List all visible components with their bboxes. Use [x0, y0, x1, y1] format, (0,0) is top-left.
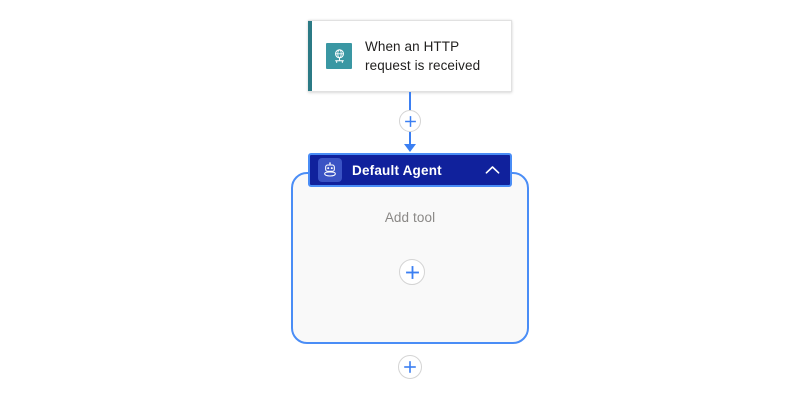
trigger-title-line-1: When an HTTP: [365, 39, 460, 54]
add-step-button-bottom[interactable]: [398, 355, 422, 379]
add-step-button-between[interactable]: [399, 110, 421, 132]
agent-title: Default Agent: [352, 162, 442, 178]
connector-arrowhead: [404, 144, 416, 152]
http-request-globe-icon: [326, 43, 352, 69]
robot-agent-icon: [318, 158, 342, 182]
add-tool-button[interactable]: [399, 259, 425, 285]
trigger-card-http-request[interactable]: When an HTTP request is received: [308, 20, 512, 92]
trigger-accent-bar: [308, 21, 312, 91]
connector-line-upper: [409, 92, 411, 110]
connector-line-lower: [409, 132, 411, 146]
agent-body-container: [291, 172, 529, 344]
trigger-card-title: When an HTTP request is received: [365, 37, 480, 75]
add-tool-empty-label: Add tool: [384, 210, 436, 225]
trigger-title-line-2: request is received: [365, 58, 481, 73]
agent-header-default-agent[interactable]: Default Agent: [308, 153, 512, 187]
chevron-up-icon[interactable]: [485, 165, 500, 175]
